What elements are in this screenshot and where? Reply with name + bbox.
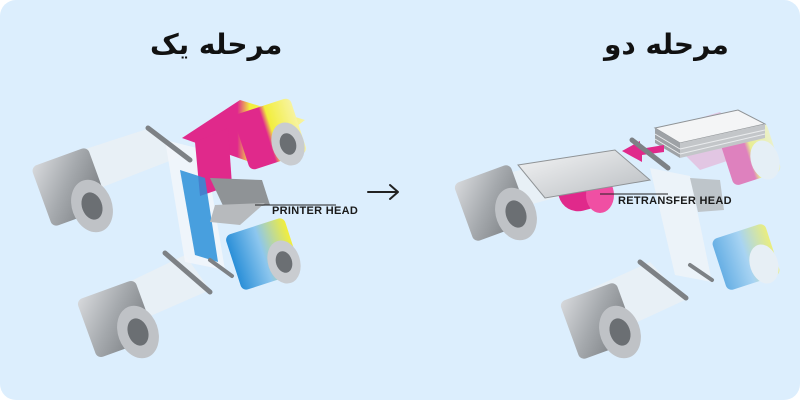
guide-rod <box>688 263 714 282</box>
guide-rod <box>629 137 671 171</box>
ribbon-roll-bottom <box>712 224 780 290</box>
card-stack <box>653 109 767 158</box>
supply-roll <box>32 148 113 233</box>
arrow-right-icon <box>367 184 399 200</box>
ribbon-roll-top <box>234 98 306 170</box>
guide-rod <box>145 125 193 163</box>
stage-two-diagram <box>454 109 781 359</box>
printer-head <box>690 178 724 212</box>
stage-one-diagram <box>32 98 336 359</box>
film-band <box>650 168 712 282</box>
cyan-panel <box>180 170 218 262</box>
ribbon-roll-bottom <box>226 218 301 290</box>
stage-two-title: مرحله دو <box>604 28 729 61</box>
guide-rod <box>162 250 213 295</box>
card <box>517 149 652 199</box>
retransfer-head-label: RETRANSFER HEAD <box>618 195 732 207</box>
stage-one-title: مرحله یک <box>150 28 283 61</box>
take-up-roll <box>77 280 159 359</box>
guide-rod <box>637 259 689 301</box>
take-up-roll <box>560 283 641 359</box>
supply-roll <box>454 165 537 241</box>
guide-rod <box>208 258 234 278</box>
printer-head-base <box>210 203 265 225</box>
printer-head <box>210 178 270 210</box>
printer-head-label: PRINTER HEAD <box>272 205 359 217</box>
